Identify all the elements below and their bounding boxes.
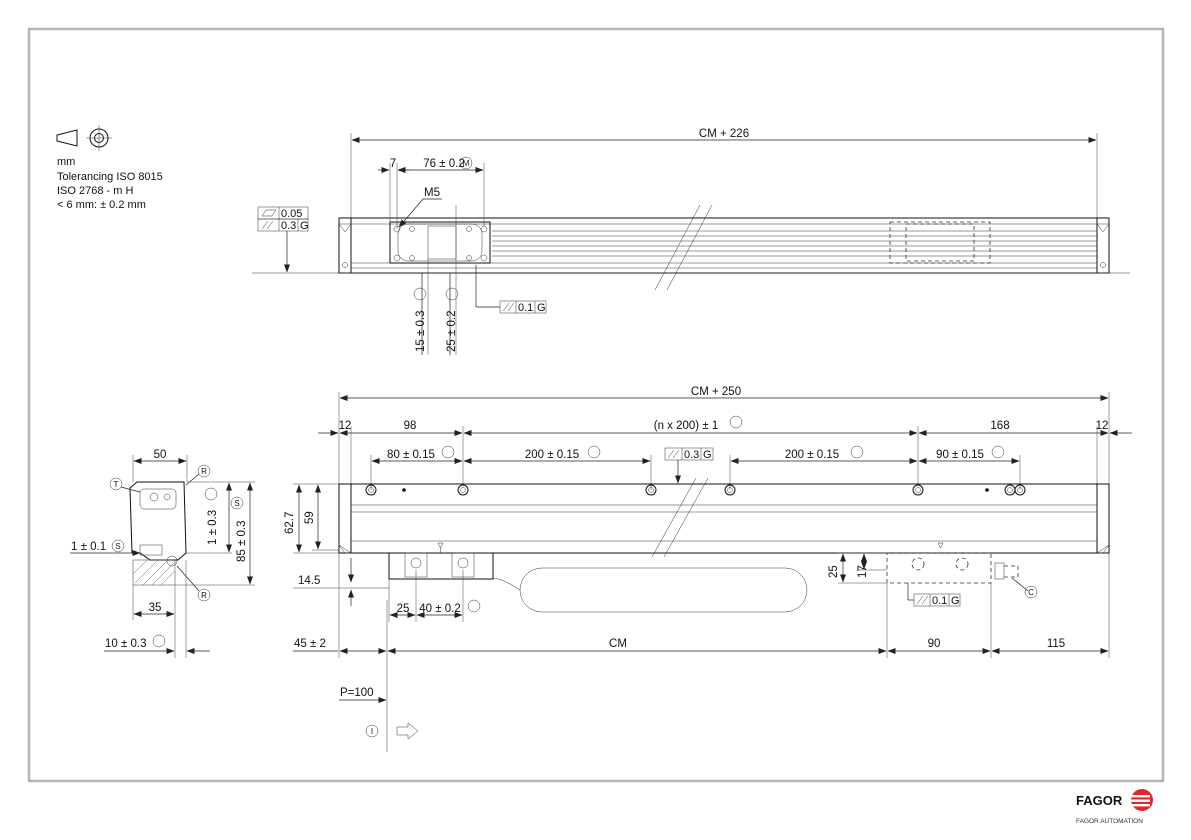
tolerance-note-3: < 6 mm: ± 0.2 mm	[57, 199, 146, 211]
label-r-top: R	[201, 467, 207, 476]
front-parallelism-datum: G	[703, 449, 712, 461]
units-label: mm	[57, 156, 75, 168]
parallelism-small-datum: G	[537, 302, 546, 314]
dim-7: 7	[390, 158, 396, 170]
front-parallelism-value: 0.3	[684, 449, 699, 461]
label-c: C	[1028, 588, 1034, 597]
fagor-emblem-icon	[1128, 789, 1153, 811]
projection-symbol-icon	[56, 125, 112, 151]
tolerance-note-2: ISO 2768 - m H	[57, 185, 133, 197]
direction-arrow-icon	[396, 722, 419, 740]
dim-80: 80 ± 0.15	[387, 449, 435, 461]
symbol-s-right: S	[234, 499, 239, 508]
dim-200-b: 200 ± 0.15	[785, 449, 839, 461]
symbol-s-left: S	[115, 542, 120, 551]
dim-pitch: (n x 200) ± 1	[654, 420, 718, 432]
fagor-logo: FAGOR FAGOR AUTOMATION	[1076, 789, 1153, 825]
top-view: CM + 226	[252, 128, 1130, 355]
dim-168: 168	[990, 420, 1009, 432]
mmc-symbol: M	[463, 159, 470, 168]
dim-1-vertical: 1 ± 0.3	[207, 510, 219, 545]
parallelism-small-value: 0.1	[518, 302, 533, 314]
dim-45: 45 ± 2	[294, 638, 326, 650]
dim-25: 25 ± 0.2	[446, 311, 458, 352]
thread-label: M5	[424, 187, 440, 199]
pitch-label: P=100	[340, 687, 374, 699]
dim-62-7: 62.7	[284, 512, 296, 534]
dim-90-bottom: 90	[928, 638, 941, 650]
dim-98: 98	[404, 420, 417, 432]
logo-name: FAGOR	[1076, 793, 1123, 808]
flatness-value: 0.05	[281, 208, 302, 220]
dim-25-right: 25	[828, 565, 840, 578]
dim-59: 59	[304, 511, 316, 524]
section-view: 50 T R R 1 ± 0.3 85 ± 0.3 S 1 ± 0.1 S 35	[70, 449, 255, 658]
parallelism-datum: G	[300, 220, 309, 232]
right-parallelism-datum: G	[951, 595, 960, 607]
dim-1-left: 1 ± 0.1	[71, 541, 106, 553]
dim-17: 17	[857, 565, 869, 578]
label-t: T	[114, 480, 119, 489]
logo-subtitle: FAGOR AUTOMATION	[1076, 818, 1143, 825]
dim-76: 76 ± 0.2	[423, 158, 464, 170]
tolerance-note-1: Tolerancing ISO 8015	[57, 171, 163, 183]
dim-15: 15 ± 0.3	[415, 311, 427, 352]
dim-12-left: 12	[339, 420, 352, 432]
label-i: I	[371, 727, 373, 736]
dim-115: 115	[1047, 638, 1065, 650]
dim-10: 10 ± 0.3	[105, 638, 146, 650]
label-r-bottom: R	[201, 591, 207, 600]
parallelism-value: 0.3	[281, 220, 296, 232]
dim-35: 35	[149, 602, 162, 614]
dim-40: 40 ± 0.2	[419, 603, 460, 615]
dim-85: 85 ± 0.3	[236, 521, 248, 562]
front-view: CM + 250 12 98 (n x 200) ± 1 168 12 80 ±…	[284, 386, 1132, 752]
dim-14-5: 14.5	[298, 575, 320, 587]
dim-200-a: 200 ± 0.15	[525, 449, 579, 461]
dim-12-right: 12	[1096, 420, 1109, 432]
drawing-frame	[27, 27, 1165, 783]
dim-overall-front: CM + 250	[691, 386, 741, 398]
dim-90-top: 90 ± 0.15	[936, 449, 984, 461]
dim-50: 50	[154, 449, 167, 461]
dim-overall-top: CM + 226	[699, 128, 749, 140]
dim-cm: CM	[609, 638, 627, 650]
dim-25-bottom: 25	[397, 603, 410, 615]
right-parallelism-value: 0.1	[932, 595, 947, 607]
